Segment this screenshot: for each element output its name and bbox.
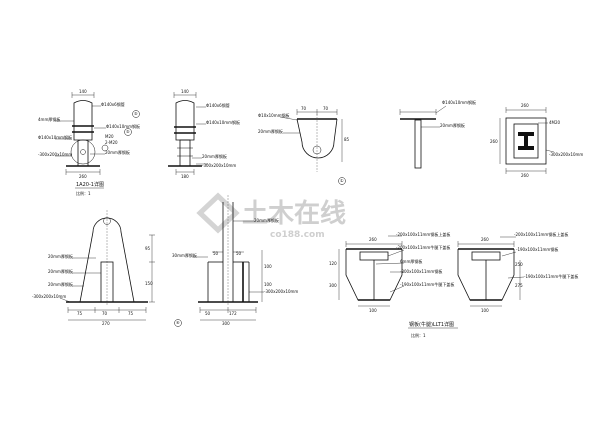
dim-br-0: 260 — [369, 237, 377, 242]
label-bc-0: 20mm厚钢板 — [254, 217, 279, 223]
detail-bc: 50 50 100 100 50 172 300 20mm厚钢板 30mm厚钢板… — [172, 195, 298, 327]
label-tl-0: Φ140x6钢管 — [101, 101, 125, 107]
dim-plan-left: 260 — [490, 139, 498, 144]
label-bl-2: 20mm厚钢板 — [48, 281, 73, 287]
label-bl-3: -300x200x10mm — [32, 294, 66, 299]
dim-br-1: 260 — [481, 237, 489, 242]
label-bl-0: 20mm厚钢板 — [48, 253, 73, 259]
dim-br-6: 100 — [481, 308, 489, 313]
label-tc-0: Φ140x6钢管 — [206, 102, 230, 108]
dim-plate-b: 70 — [323, 106, 329, 111]
label-tl-4: 2-M20 — [105, 140, 118, 145]
label-tl-1: 4mm厚钢板 — [38, 116, 60, 122]
scale-tl: 比例：1 — [76, 190, 91, 196]
dim-bl-2: 75 — [77, 311, 83, 316]
detail-plan: 260 260 260 4M20 -300x200x10mm — [490, 103, 583, 178]
label-br-1: -200x100x11mm牛腿下盖板 — [396, 244, 450, 250]
detail-br: 260 120 300 100 -200x100x11mm钢板上盖板 -200x… — [329, 231, 578, 338]
dim-tc-base: 180 — [181, 174, 189, 179]
label-tl-2: Φ140x10mm钢板 — [106, 123, 140, 129]
label-tc-2: 20mm厚钢板 — [202, 153, 227, 159]
watermark-logo-icon — [196, 192, 240, 234]
label-tc-1: Φ140x10mm钢板 — [206, 119, 240, 125]
marker-tl-b: ⑤ — [126, 129, 130, 134]
title-tl: 1A20-1详图 — [76, 181, 104, 188]
watermark: 土木在线 co188.com — [196, 192, 346, 240]
detail-tc: 140 180 Φ140x6钢管 Φ140x10mm钢板 20mm厚钢板 -30… — [168, 89, 240, 179]
label-plan-0: 4M20 — [549, 120, 561, 125]
label-br-4: -190x100x11mm牛腿下盖板 — [400, 281, 454, 287]
dim-bl-1: 150 — [145, 281, 153, 286]
dim-bc-6: 300 — [222, 321, 230, 326]
marker-plate: ① — [340, 178, 344, 183]
label-plan-1: -300x200x10mm — [549, 152, 583, 157]
label-plate-1: 20mm厚钢板 — [258, 128, 283, 134]
label-tl-3: M20 — [105, 134, 114, 139]
dim-bc-3: 100 — [264, 282, 272, 287]
label-br-5: -200x100x11mm钢板上盖板 — [514, 231, 568, 237]
label-br-7: -190x100x11mm牛腿下盖板 — [524, 273, 578, 279]
label-bc-2: -300x200x10mm — [264, 289, 298, 294]
title-br: 钢板(牛腿)LLT1详图 — [409, 321, 454, 328]
dim-tl-top: 140 — [79, 89, 87, 94]
label-tee-0: Φ140x10mm钢板 — [442, 99, 476, 105]
dim-bc-2: 100 — [264, 264, 272, 269]
dim-bl-0: 95 — [145, 246, 151, 251]
watermark-main: 土木在线 — [242, 199, 346, 229]
dim-plate-a: 70 — [301, 106, 307, 111]
label-br-6: -190x100x11mm钢板 — [516, 246, 558, 252]
dim-tl-base: 260 — [79, 174, 87, 179]
dim-br-5: 100 — [369, 308, 377, 313]
detail-tl: 140 260 Φ140x6钢管 4mm厚钢板 Φ140x10mm钢板 M20 … — [38, 89, 140, 196]
dim-plate-h: 85 — [344, 137, 350, 142]
label-tc-3: -300x200x10mm — [202, 163, 236, 168]
dim-br-2: 120 — [329, 261, 337, 266]
dim-br-4: 275 — [515, 283, 523, 288]
dim-bl-5: 270 — [102, 321, 110, 326]
label-tl-5: Φ140x10mm钢板 — [38, 134, 72, 140]
scale-br: 比例：1 — [411, 332, 426, 338]
dim-br-3: 300 — [329, 283, 337, 288]
dim-br-7: 250 — [515, 262, 523, 267]
label-plate-0: Φ10x10mm钢板 — [258, 112, 290, 118]
label-bl-1: 20mm厚钢板 — [48, 268, 73, 274]
label-br-3: -200x100x11mm钢板 — [400, 268, 442, 274]
dim-bc-1: 50 — [236, 251, 242, 256]
dim-tc-top: 140 — [181, 89, 189, 94]
dim-plan-bottom: 260 — [521, 173, 529, 178]
label-br-0: -200x100x11mm钢板上盖板 — [396, 231, 450, 237]
marker-bc: ⑥ — [176, 320, 180, 325]
dim-bc-0: 50 — [213, 251, 219, 256]
label-bc-1: 30mm厚钢板 — [172, 252, 197, 258]
dim-bl-4: 75 — [128, 311, 134, 316]
marker-tl-a: ⑤ — [134, 111, 138, 116]
dim-bl-3: 70 — [102, 311, 108, 316]
detail-tee: Φ140x10mm钢板 20mm厚钢板 — [399, 99, 476, 169]
label-br-2: 6mm厚钢板 — [400, 258, 422, 264]
dim-bc-4: 50 — [205, 311, 211, 316]
label-tl-7: -300x200x10mm — [38, 152, 72, 157]
dim-bc-5: 172 — [229, 311, 237, 316]
label-tl-6: 20mm厚钢板 — [105, 149, 130, 155]
detail-plate: 70 70 85 Φ10x10mm钢板 20mm厚钢板 ① — [258, 106, 350, 185]
watermark-sub: co188.com — [270, 230, 325, 240]
detail-bl: 95 150 75 70 75 270 20mm厚钢板 20mm厚钢板 20mm… — [32, 210, 155, 326]
label-tee-1: 20mm厚钢板 — [440, 122, 465, 128]
dim-plan-top: 260 — [521, 103, 529, 108]
